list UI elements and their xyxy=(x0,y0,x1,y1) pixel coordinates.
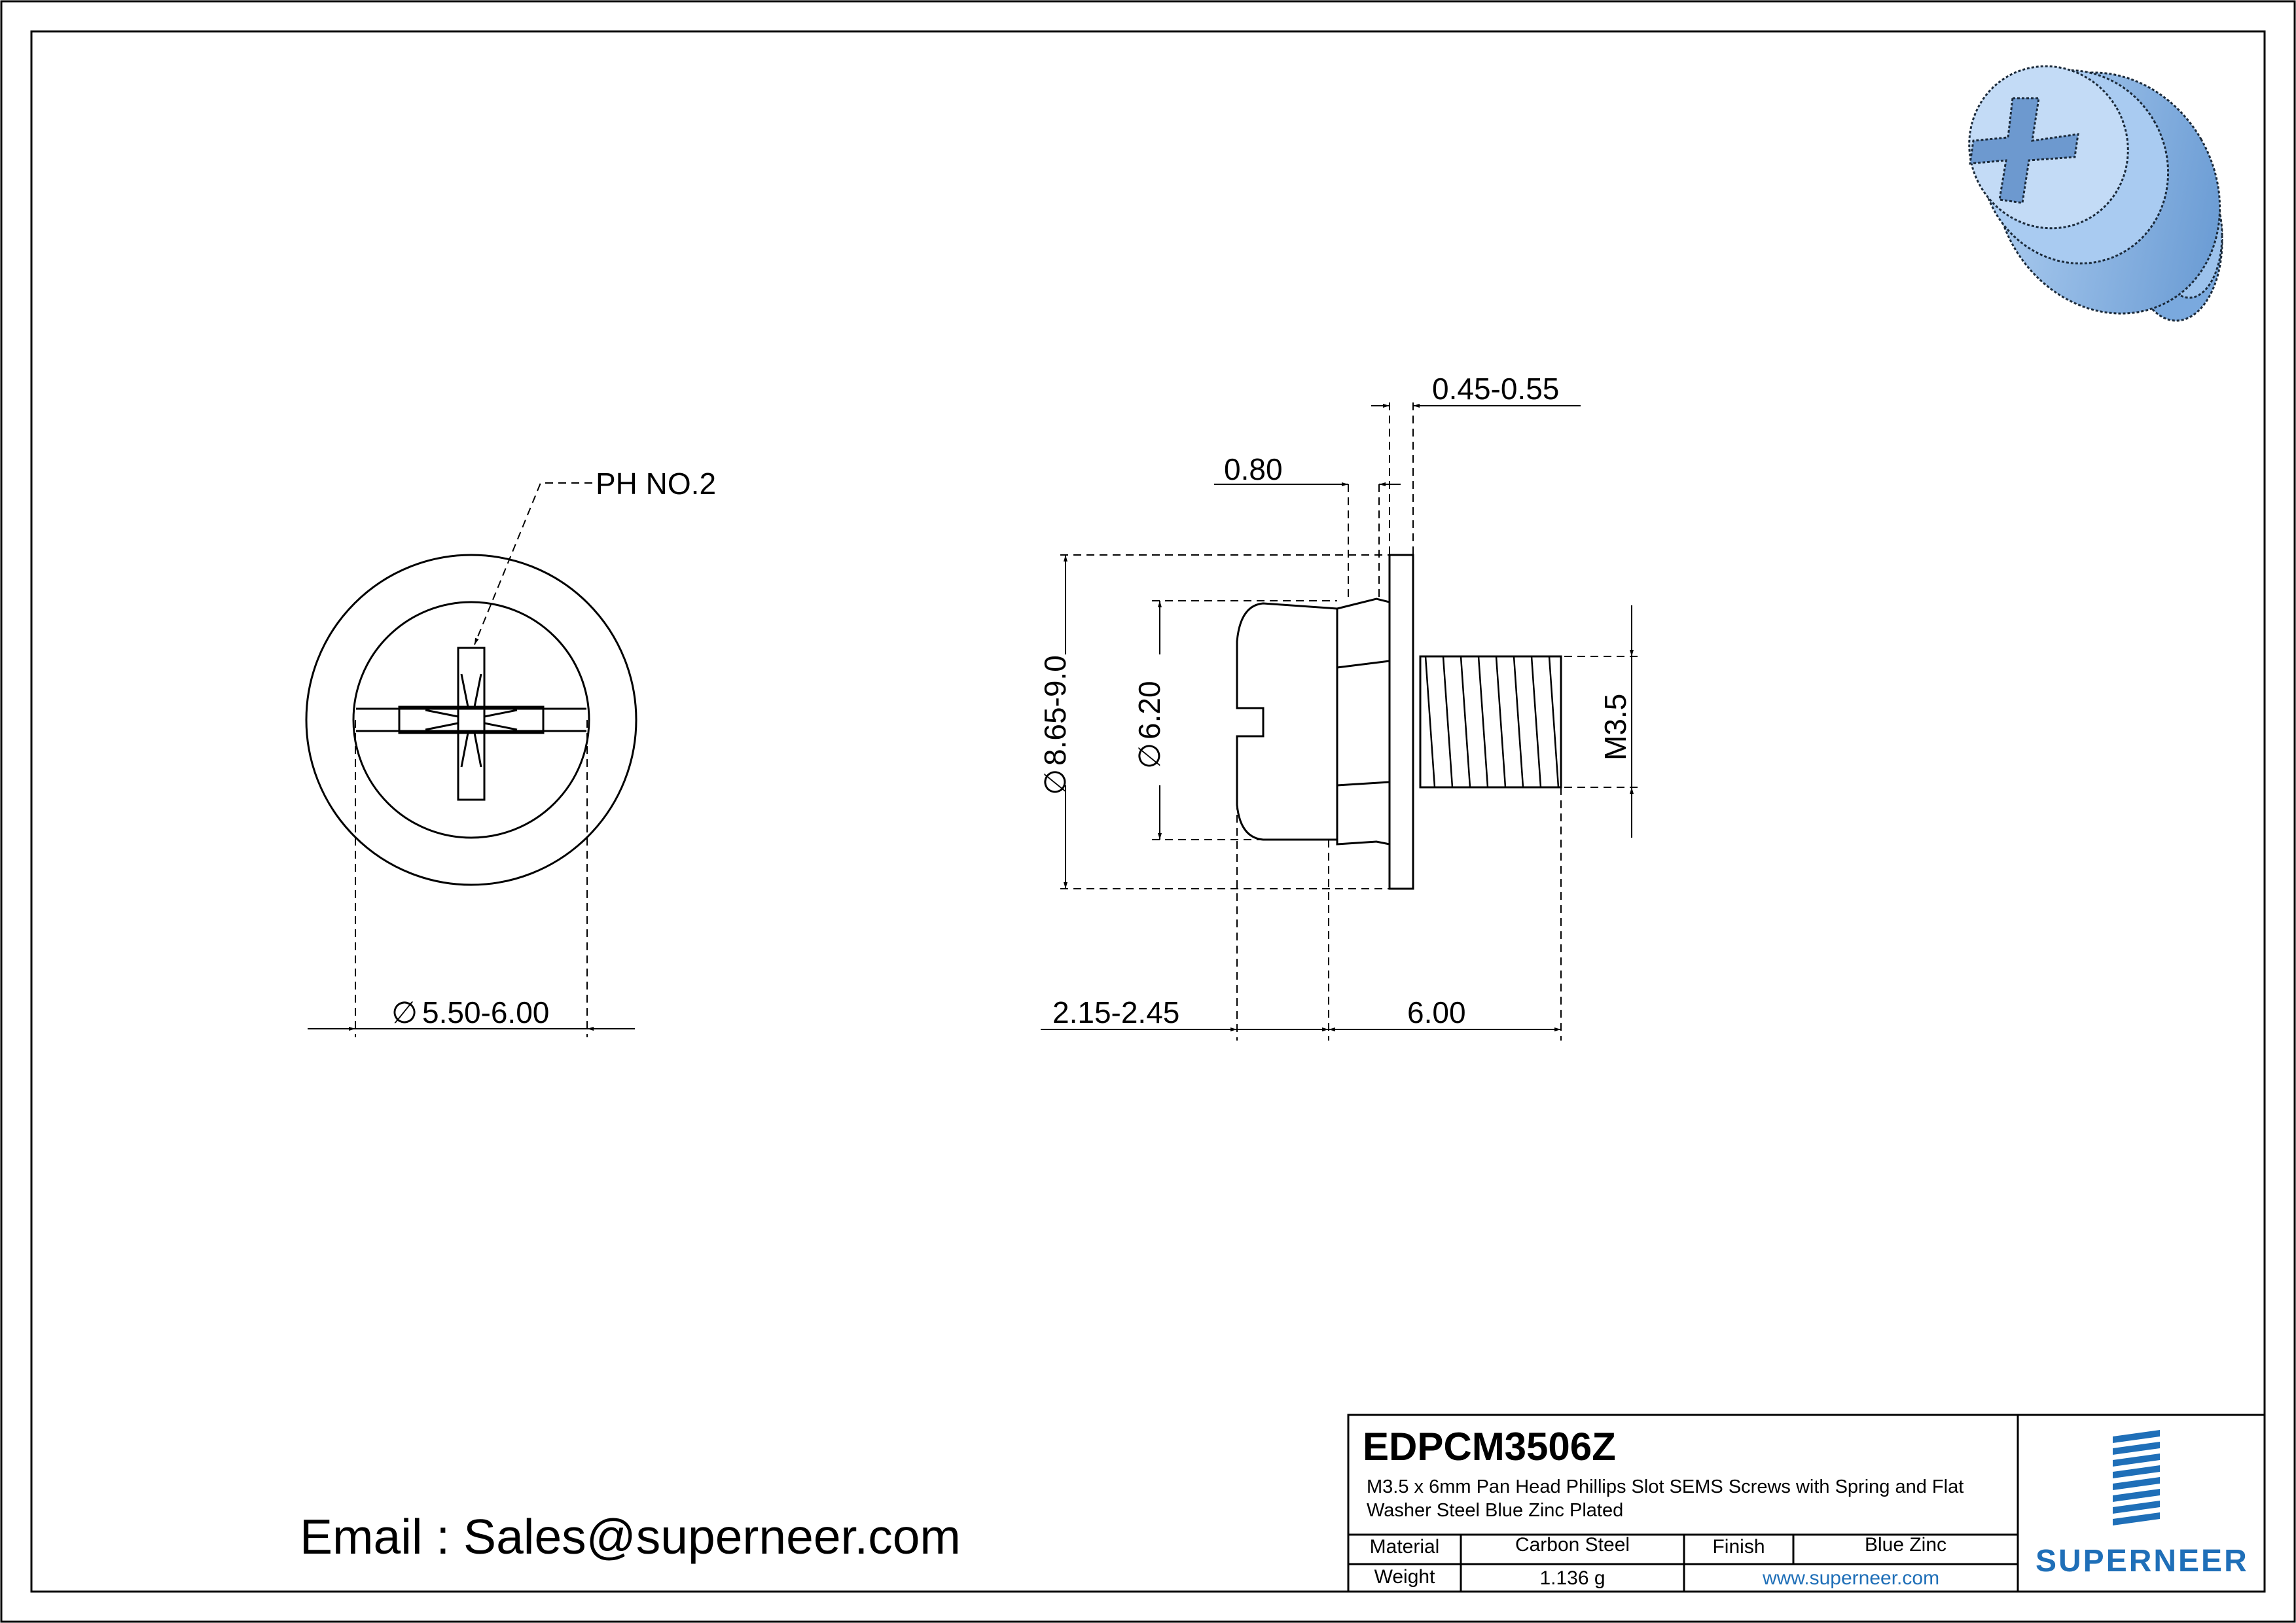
side-view xyxy=(1236,554,1562,890)
inner-border xyxy=(30,30,2266,1593)
thread-lines xyxy=(1424,656,1560,788)
thread-crest xyxy=(1548,656,1560,788)
thread-crest xyxy=(1424,656,1436,788)
title-block: EDPCM3506Z M3.5 x 6mm Pan Head Phillips … xyxy=(1348,1415,2265,1590)
thread-crest xyxy=(1530,656,1542,788)
finish-label: Finish xyxy=(1712,1536,1765,1558)
head-od-value: 6.20 xyxy=(1132,681,1166,740)
diameter-symbol: ∅ xyxy=(1038,769,1072,795)
pan-head xyxy=(1236,602,1338,841)
thread-crest xyxy=(1513,656,1524,788)
side-dimensions xyxy=(1041,402,1643,1041)
ph-leader xyxy=(474,482,592,645)
washer-outline xyxy=(305,554,637,886)
title-block-lines xyxy=(1347,1414,2266,1593)
finish-value: Blue Zinc xyxy=(1864,1534,1947,1556)
washer-od-value: 8.65-9.0 xyxy=(1038,655,1072,766)
website-link[interactable]: www.superneer.com xyxy=(1762,1567,1940,1589)
thread-crest xyxy=(1477,656,1489,788)
length-value: 6.00 xyxy=(1407,995,1466,1029)
material-label: Material xyxy=(1369,1536,1440,1558)
screw-3d-render xyxy=(1968,65,2223,322)
thread-crest xyxy=(1460,656,1471,788)
weight-label: Weight xyxy=(1374,1566,1435,1588)
part-description: M3.5 x 6mm Pan Head Phillips Slot SEMS S… xyxy=(1367,1476,1964,1521)
flat-washer xyxy=(1388,554,1414,890)
diameter-symbol: ∅ xyxy=(391,995,418,1029)
flat-thk-value: 0.45-0.55 xyxy=(1432,372,1559,406)
top-view xyxy=(305,554,637,886)
head-dia-dimension xyxy=(308,720,635,1037)
spring-washer xyxy=(1336,597,1391,846)
head-outline xyxy=(352,601,590,839)
head-dia-value: 5.50-6.00 xyxy=(422,995,549,1029)
phillips-label: PH NO.2 xyxy=(596,467,716,501)
stacked-diagonal-stripes-logo xyxy=(2113,1430,2160,1525)
brand-name: SUPERNEER xyxy=(2036,1544,2249,1578)
thread-crest xyxy=(1495,656,1507,788)
contact-email: Email : Sales@superneer.com xyxy=(300,1509,961,1564)
thread-size-value: M3.5 xyxy=(1598,694,1632,760)
weight-value: 1.136 g xyxy=(1539,1567,1605,1589)
thread-crest xyxy=(1442,656,1454,788)
phillips-cross xyxy=(398,647,545,801)
diameter-symbol: ∅ xyxy=(1132,743,1166,769)
material-value: Carbon Steel xyxy=(1515,1534,1630,1556)
head-height-value: 2.15-2.45 xyxy=(1052,995,1179,1029)
spring-thk-value: 0.80 xyxy=(1224,452,1283,486)
thread-body xyxy=(1419,655,1562,789)
part-number: EDPCM3506Z xyxy=(1363,1425,1616,1469)
